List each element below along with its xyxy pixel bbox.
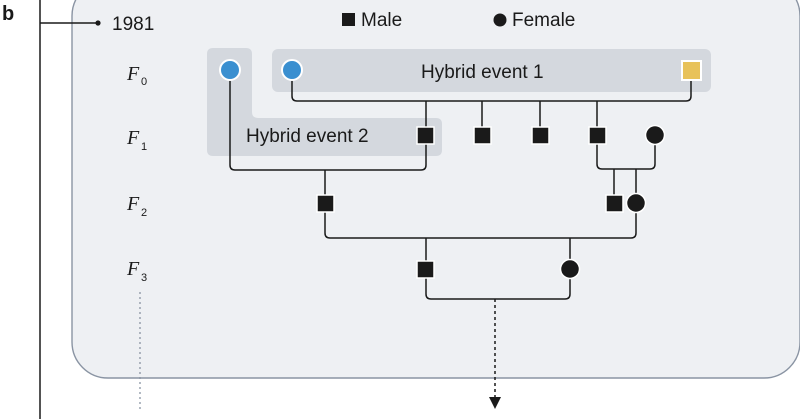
pedigree-lines [229,70,692,300]
generation-label-f2: F 2 [126,193,147,219]
f1-male [416,126,435,145]
generation-label-f3: F 3 [126,258,147,284]
legend-female-label: Female [512,10,575,31]
generation-subscript: 1 [141,141,147,153]
f3-male [416,260,435,279]
pedigree-panel [71,0,800,379]
generation-subscript: 3 [141,272,147,284]
generation-letter: F [126,193,140,215]
f1-male [473,126,492,145]
f1-male [531,126,550,145]
f2-male [605,194,624,213]
hybrid-event-2-label: Hybrid event 2 [246,126,369,147]
descendant-arrowhead [489,397,501,409]
generation-label-f0: F 0 [126,63,147,88]
legend-male-label: Male [361,10,402,31]
hybrid-event-1-label: Hybrid event 1 [421,62,544,83]
f1-female [644,124,666,146]
founder-female-blue [219,59,241,81]
generation-label-f1: F 1 [126,127,147,153]
generation-letter: F [126,258,140,280]
timeline-point [95,20,101,26]
generation-subscript: 0 [141,76,147,88]
generation-letter: F [126,63,140,85]
hybrid-event-2-box [207,48,442,156]
hybrid-event-1-box [272,49,711,92]
founder-male-yellow [681,60,702,81]
f2-female [625,192,647,214]
year-label: 1981 [112,14,154,35]
generation-subscript: 2 [141,207,147,219]
f1-male [588,126,607,145]
panel-label: b [2,3,14,25]
generation-letter: F [126,127,140,149]
f3-female [559,258,581,280]
founder-female-blue [281,59,303,81]
f2-male [316,194,335,213]
legend-male-square [342,13,355,26]
legend-female-circle [493,13,507,27]
